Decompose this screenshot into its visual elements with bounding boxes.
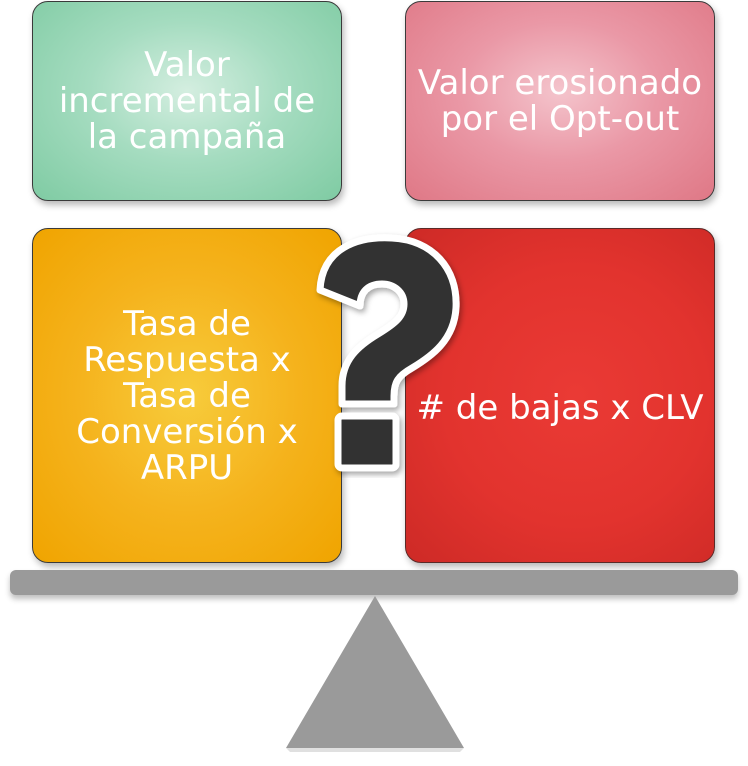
incremental-value-label: Valor incremental de la campaña <box>58 45 316 157</box>
eroded-value-label: Valor erosionado por el Opt-out <box>417 63 703 139</box>
scale-beam <box>10 570 738 595</box>
scale-fulcrum <box>286 596 464 752</box>
churn-formula-label: # de bajas x CLV <box>416 387 704 428</box>
eroded-value-box: Valor erosionado por el Opt-out <box>405 1 715 201</box>
question-mark-icon <box>316 234 460 472</box>
response-formula-box: Tasa de Respuesta x Tasa de Conversión x… <box>32 228 342 563</box>
incremental-value-box: Valor incremental de la campaña <box>32 1 342 201</box>
response-formula-label: Tasa de Respuesta x Tasa de Conversión x… <box>76 303 298 488</box>
